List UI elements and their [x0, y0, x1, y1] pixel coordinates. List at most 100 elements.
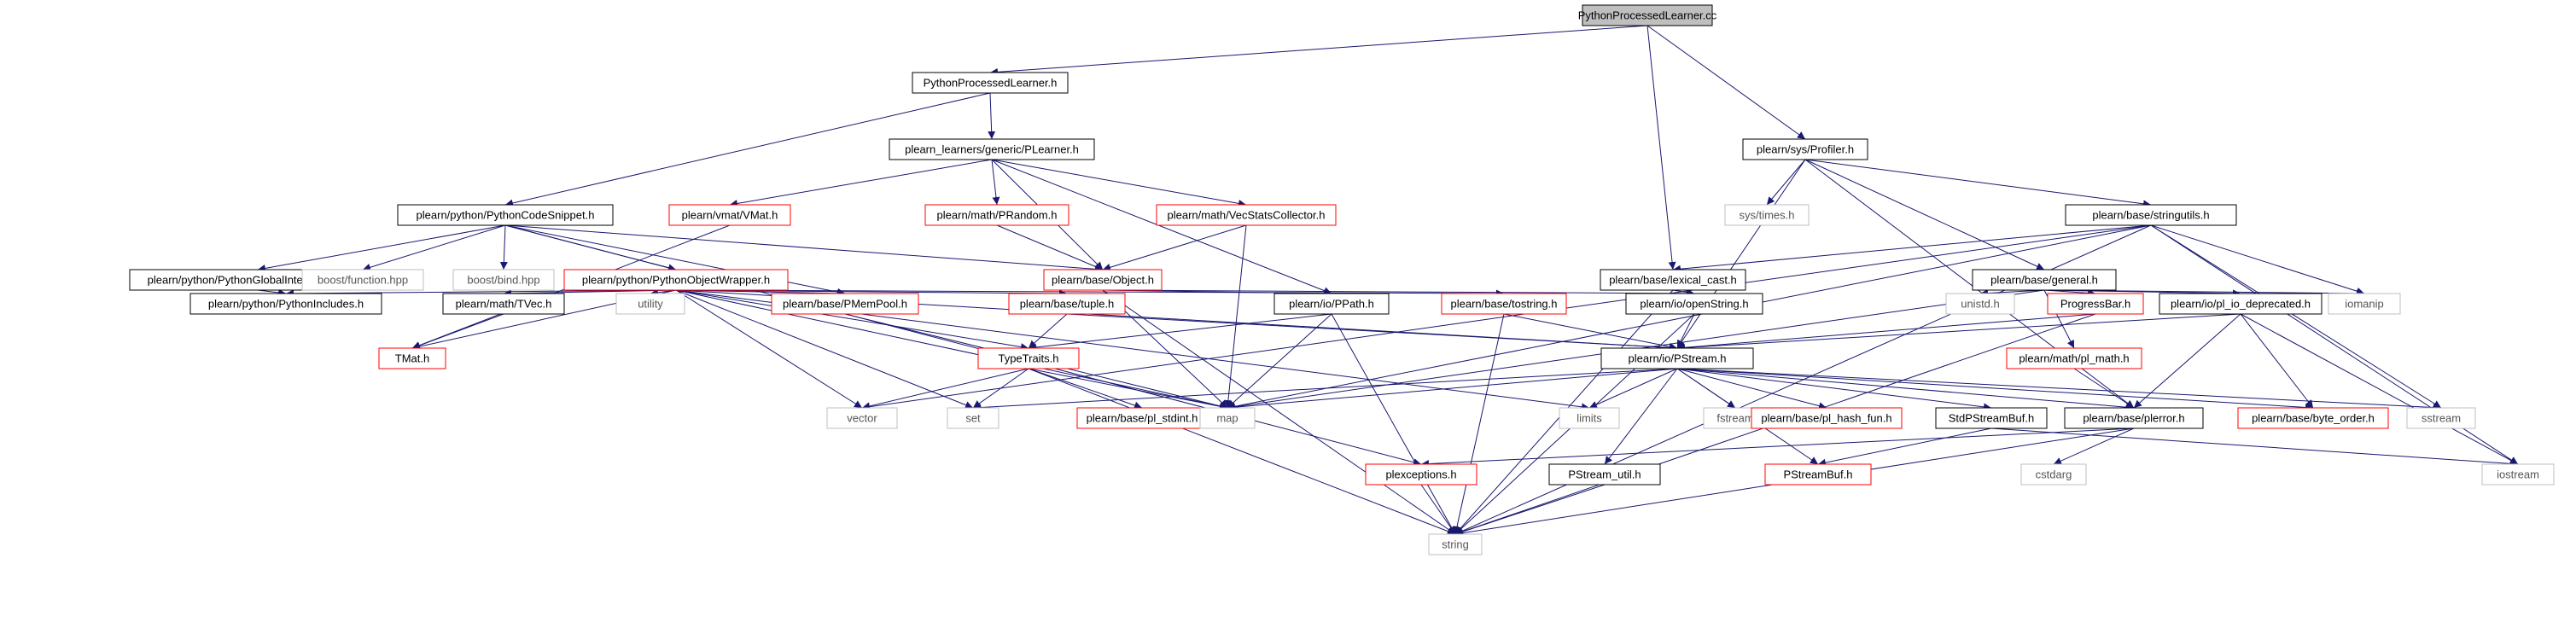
node-box [189, 293, 382, 315]
node-pplh[interactable]: PythonProcessedLearner.h [912, 72, 1069, 94]
edge-objwrap-to-tostring [675, 289, 1505, 298]
node-box [2237, 407, 2389, 429]
edge-objwrap-to-set [675, 289, 974, 409]
node-label: plearn/python/PythonIncludes.h [208, 298, 364, 311]
node-snippet[interactable]: plearn/python/PythonCodeSnippet.h [397, 204, 614, 226]
node-vmat[interactable]: plearn/vmat/VMat.h [668, 204, 791, 226]
node-plmath[interactable]: plearn/math/pl_math.h [2006, 347, 2142, 369]
node-tuple[interactable]: plearn/base/tuple.h [1008, 293, 1126, 315]
node-label: TypeTraits.h [998, 352, 1058, 365]
node-plhash[interactable]: plearn/base/pl_hash_fun.h [1751, 407, 1903, 429]
node-pstream[interactable]: plearn/io/PStream.h [1600, 347, 1754, 369]
edge-plearner-to-vmat [729, 159, 993, 207]
node-openstring[interactable]: plearn/io/openString.h [1625, 293, 1763, 315]
node-sstream: sstream [2406, 407, 2476, 429]
node-unistd: unistd.h [1945, 293, 2015, 315]
node-box [2328, 293, 2401, 315]
node-label: PStreamBuf.h [1784, 468, 1853, 481]
edge-plmath-to-plerror [2073, 368, 2135, 409]
edge-plerror-to-cstdarg [2053, 427, 2135, 465]
node-label: plexceptions.h [1385, 468, 1456, 481]
node-stringutils[interactable]: plearn/base/stringutils.h [2065, 204, 2237, 226]
edge-lexical-to-openstring [1672, 288, 1695, 297]
edge-pstream-to-pstreamutil [1604, 368, 1678, 465]
edge-typetraits-to-string [1028, 368, 1456, 535]
node-pstreamutil[interactable]: PStream_util.h [1548, 463, 1661, 486]
node-tmat[interactable]: TMat.h [378, 347, 446, 369]
node-label: sys/times.h [1739, 209, 1794, 222]
node-label: plearn/math/TVec.h [456, 298, 552, 311]
edge-pstream-to-sstream [1676, 368, 2442, 412]
node-pyinc[interactable]: plearn/python/PythonIncludes.h [189, 293, 382, 315]
edge-general-to-pliodep [2043, 289, 2241, 298]
node-pstreambuf[interactable]: PStreamBuf.h [1764, 463, 1872, 486]
node-objwrap[interactable]: plearn/python/PythonObjectWrapper.h [563, 269, 789, 291]
node-typetraits[interactable]: TypeTraits.h [977, 347, 1080, 369]
node-label: plearn/base/plerror.h [2083, 412, 2184, 425]
node-box [1600, 269, 1746, 291]
node-plstdint[interactable]: plearn/base/pl_stdint.h [1076, 407, 1208, 429]
node-profiler[interactable]: plearn/sys/Profiler.h [1742, 138, 1868, 160]
edge-typetraits-to-map [1028, 368, 1228, 410]
node-lexical[interactable]: plearn/base/lexical_cast.h [1600, 269, 1746, 291]
node-pmempool[interactable]: plearn/base/PMemPool.h [771, 293, 919, 315]
node-plerror[interactable]: plearn/base/plerror.h [2064, 407, 2204, 429]
node-box [1724, 204, 1810, 226]
edge-stdpsbuf-to-iostream [1990, 427, 2519, 468]
node-vecstats[interactable]: plearn/math/VecStatsCollector.h [1156, 204, 1337, 226]
node-general[interactable]: plearn/base/general.h [1972, 269, 2117, 291]
node-label: ProgressBar.h [2060, 298, 2130, 311]
node-prandom[interactable]: plearn/math/PRandom.h [924, 204, 1069, 226]
edge-plearner-to-vecstats [991, 159, 1247, 207]
edge-root-to-lexical [1646, 25, 1676, 270]
node-box [1764, 463, 1872, 486]
node-label: plearn/io/openString.h [1640, 298, 1748, 311]
edge-object-to-openstring [1102, 289, 1695, 298]
edge-snippet-to-pmempool [504, 224, 846, 296]
node-tvec[interactable]: plearn/math/TVec.h [442, 293, 565, 315]
node-box [442, 293, 565, 315]
node-label: TMat.h [395, 352, 429, 365]
node-pliodep[interactable]: plearn/io/pl_io_deprecated.h [2159, 293, 2322, 315]
node-label: plearn/base/pl_stdint.h [1087, 412, 1198, 425]
node-byteorder[interactable]: plearn/base/byte_order.h [2237, 407, 2389, 429]
node-label: boost/bind.hpp [467, 274, 539, 287]
node-ppath[interactable]: plearn/io/PPath.h [1273, 293, 1390, 315]
node-label: plearn/math/PRandom.h [937, 209, 1058, 222]
node-stdpsbuf[interactable]: StdPStreamBuf.h [1935, 407, 2048, 429]
node-label: string [1442, 538, 1469, 551]
node-box [397, 204, 614, 226]
node-label: unistd.h [1961, 298, 2000, 311]
node-plearner[interactable]: plearn_learners/generic/PLearner.h [889, 138, 1095, 160]
edge-tuple-to-pstream [1066, 313, 1678, 352]
node-label: plearn/math/VecStatsCollector.h [1168, 209, 1326, 222]
node-box [1199, 407, 1256, 429]
node-box [1582, 4, 1713, 26]
node-pexceptions[interactable]: plexceptions.h [1365, 463, 1477, 486]
node-box [977, 347, 1080, 369]
node-root[interactable]: PythonProcessedLearner.cc [1578, 4, 1717, 26]
node-box [1600, 347, 1754, 369]
node-label: plearn/python/PythonObjectWrapper.h [582, 274, 770, 287]
edge-profiler-to-general [1804, 159, 2045, 270]
node-set: set [947, 407, 1000, 429]
node-label: plearn/base/pl_hash_fun.h [1761, 412, 1891, 425]
edge-pexceptions-to-string [1420, 484, 1456, 535]
node-box [1935, 407, 2048, 429]
edge-snippet-to-boostfn [362, 224, 506, 271]
node-label: limits [1576, 412, 1602, 425]
edge-pliodep-to-byteorder [2240, 313, 2314, 409]
edge-objwrap-to-typetraits [675, 289, 1029, 351]
edge-progressbar-to-pstream [1676, 313, 2096, 352]
edge-objwrap-to-utility [650, 288, 677, 297]
node-tostring[interactable]: plearn/base/tostring.h [1441, 293, 1567, 315]
edge-pstream-to-map [1227, 368, 1678, 411]
node-label: iostream [2497, 468, 2539, 481]
edge-profiler-to-pstream [1676, 159, 1806, 349]
node-box [615, 293, 685, 315]
node-progressbar[interactable]: ProgressBar.h [2047, 293, 2144, 315]
node-object[interactable]: plearn/base/Object.h [1043, 269, 1163, 291]
edge-tostring-to-string [1453, 313, 1505, 535]
node-box [452, 269, 555, 291]
